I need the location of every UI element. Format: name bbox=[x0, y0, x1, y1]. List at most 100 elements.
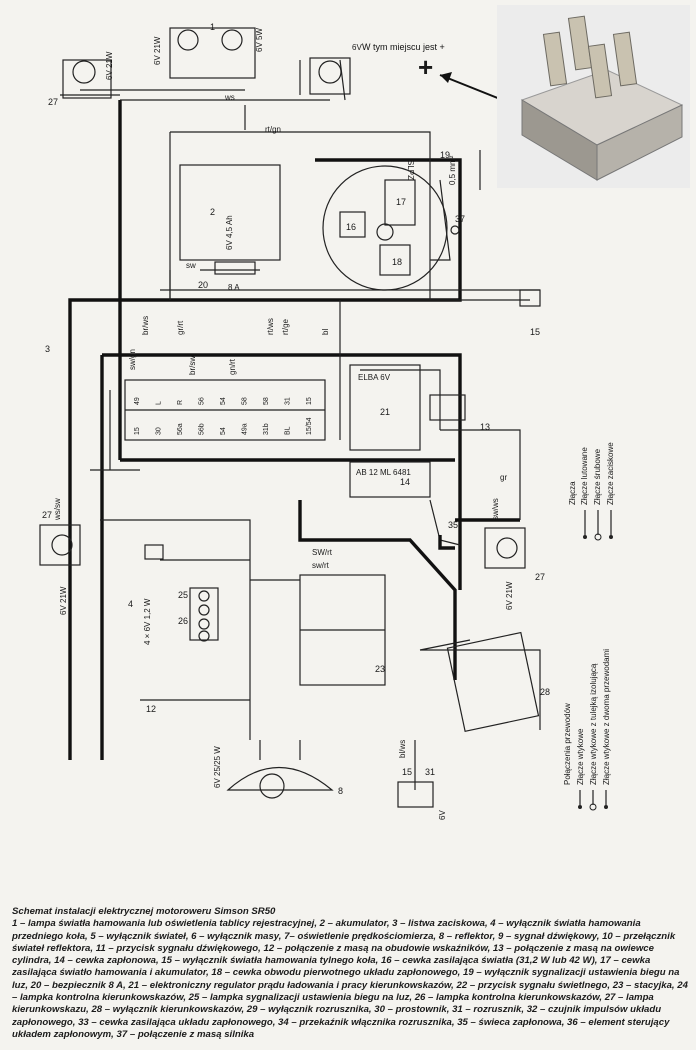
ignition-coil-14: 14 AB 12 ML 6481 bbox=[349, 461, 431, 498]
wire-tag-3: ws bbox=[224, 93, 235, 102]
label-15-top: 15 bbox=[530, 327, 540, 337]
label-13: 13 bbox=[480, 422, 490, 432]
rating-lamp-top-right: 6V bbox=[352, 43, 362, 52]
fuse-20: 20 8 A bbox=[198, 261, 256, 292]
legend-wires-title: Połączenia przewodów bbox=[563, 703, 572, 785]
wires-misc bbox=[60, 59, 541, 790]
label-12: 12 bbox=[146, 704, 156, 714]
strip-terminal: 56 bbox=[198, 397, 205, 405]
wire-tag-5: gr/rt bbox=[176, 320, 185, 335]
rating-lamp-top-mid: 6V 21W bbox=[153, 36, 162, 65]
switch-19: 19 0,5 mm² bbox=[440, 150, 457, 185]
pointer-arrowhead bbox=[440, 72, 452, 83]
switch-4: 4 bbox=[128, 544, 164, 609]
wire-tag-15: ws/sw bbox=[53, 498, 62, 521]
rating-lamp-left: 6V 21W bbox=[59, 586, 68, 615]
label-8: 8 bbox=[338, 786, 343, 796]
spark-plug-35: 35 bbox=[438, 520, 458, 550]
legend-wires: Połączenia przewodów Złącze wtykowe Złąc… bbox=[563, 649, 611, 811]
wire-tag-11: gn/rt bbox=[228, 358, 237, 375]
strip-terminal: 15 bbox=[134, 427, 141, 435]
ignition-switch-23: 23 bbox=[299, 574, 386, 686]
lamp-top-right: 6V bbox=[309, 43, 362, 95]
label-23: 23 bbox=[375, 664, 385, 674]
caption-body: 1 – lampa światła hamowania lub oświetle… bbox=[12, 918, 688, 1040]
lamp-27-top-left: 27 6V 21W bbox=[48, 51, 114, 107]
switch-15-top: 15 bbox=[519, 289, 541, 337]
label-19: 19 bbox=[440, 150, 450, 160]
label-14: 14 bbox=[400, 477, 410, 487]
diagram-caption: Schemat instalacji elektrycznej motorowe… bbox=[12, 906, 688, 1041]
harness-main bbox=[68, 100, 520, 760]
label-27-left: 27 bbox=[42, 510, 52, 520]
wire-tag-7: rt/ge bbox=[281, 318, 290, 335]
legend-wire-2: Złącze wtykowe z tulejką izolującą bbox=[589, 663, 598, 785]
generator-rotor: 17 18 16 SLPZ bbox=[322, 160, 448, 291]
strip-terminal: 54 bbox=[220, 397, 227, 405]
indicator-bulbs: 25 26 4 × 6V 1,2 W bbox=[143, 587, 219, 645]
label-37: 37 bbox=[455, 214, 465, 224]
rectifier-drawing bbox=[497, 5, 690, 188]
strip-terminal: 58 bbox=[242, 397, 249, 405]
label-27-right: 27 bbox=[535, 572, 545, 582]
wire-tag-4: br/ws bbox=[141, 316, 150, 335]
label-21: 21 bbox=[380, 407, 390, 417]
ground-37: 37 bbox=[450, 214, 465, 235]
legend-wire-1: Złącze wtykowe bbox=[576, 728, 585, 785]
strip-terminal: R bbox=[177, 400, 184, 405]
strip-terminal: 15/54 bbox=[306, 417, 313, 435]
strip-terminal: 31 bbox=[285, 397, 292, 405]
strip-terminal: 15 bbox=[306, 397, 313, 405]
wire-tag-14: sw/rt bbox=[312, 561, 330, 570]
caption-title: Schemat instalacji elektrycznej motorowe… bbox=[12, 906, 276, 917]
battery-2: 2 6V 4,5 Ah bbox=[179, 164, 281, 261]
headlight-8: 8 6V 25/25 W bbox=[213, 746, 343, 799]
connector-13: 13 bbox=[429, 394, 490, 432]
regulator-21: 21 ELBA 6V bbox=[349, 364, 421, 451]
strip-terminal: 49 bbox=[134, 397, 141, 405]
wire-tag-9: sw/gn bbox=[128, 349, 137, 370]
ground-12: 12 bbox=[146, 704, 156, 714]
wiring-diagram: 27 6V 21W 1 6V 21W 6V 5W 6V 2 6V 4,5 Ah … bbox=[39, 22, 615, 820]
rating-regulator: ELBA 6V bbox=[358, 373, 391, 382]
lamp-27-right: 27 6V 21W bbox=[484, 527, 545, 610]
legend-joint-2: Złącze śrubowe bbox=[593, 448, 602, 505]
legend-joints: Złącza Złącze lutowane Złącze śrubowe Zł… bbox=[568, 442, 615, 541]
label-28: 28 bbox=[540, 687, 550, 697]
legend-wire-3: Złącze wtykowe z dwoma przewodami bbox=[602, 649, 611, 785]
wire-tag-1: rt/gn bbox=[265, 125, 281, 134]
wire-tag-16: bl/ws bbox=[398, 740, 407, 758]
wire-tag-10: br/sw bbox=[188, 356, 197, 375]
wire-tag-12: sw/ws bbox=[491, 498, 500, 520]
lamp-1-top: 1 6V 21W 6V 5W bbox=[153, 22, 264, 79]
rating-coil: AB 12 ML 6481 bbox=[356, 468, 411, 477]
label-2: 2 bbox=[210, 207, 215, 217]
strip-terminal: 49a bbox=[242, 423, 249, 435]
label-16: 16 bbox=[346, 222, 356, 232]
rectifier-photo bbox=[497, 5, 690, 188]
strip-terminal: 31b bbox=[263, 423, 270, 435]
plus-mark: + bbox=[418, 52, 434, 82]
wire-tag-8: bl bbox=[321, 329, 330, 335]
label-4: 4 bbox=[128, 599, 133, 609]
label-1: 1 bbox=[210, 22, 215, 32]
photo-note: W tym miejscu jest + bbox=[362, 42, 445, 52]
label-25: 25 bbox=[178, 590, 188, 600]
wire-tag-17: gr bbox=[500, 473, 507, 482]
label-20: 20 bbox=[198, 280, 208, 290]
rating-starter: 6V bbox=[438, 810, 447, 820]
label-31: 31 bbox=[425, 767, 435, 777]
strip-terminal: BL bbox=[285, 426, 292, 435]
rating-lamp-top-mid2: 6V 5W bbox=[255, 28, 264, 52]
label-17: 17 bbox=[396, 197, 406, 207]
rating-switch-19: 0,5 mm² bbox=[448, 155, 457, 185]
harness-secondary bbox=[80, 89, 540, 740]
rating-lamp-right: 6V 21W bbox=[505, 581, 514, 610]
strip-terminal: 56b bbox=[198, 423, 205, 435]
rating-headlight: 6V 25/25 W bbox=[213, 746, 222, 788]
label-27-top: 27 bbox=[48, 97, 58, 107]
legend-joints-title: Złącza bbox=[568, 481, 577, 505]
rating-rotor: SLPZ bbox=[406, 160, 415, 180]
rating-fuse: 8 A bbox=[228, 283, 240, 292]
